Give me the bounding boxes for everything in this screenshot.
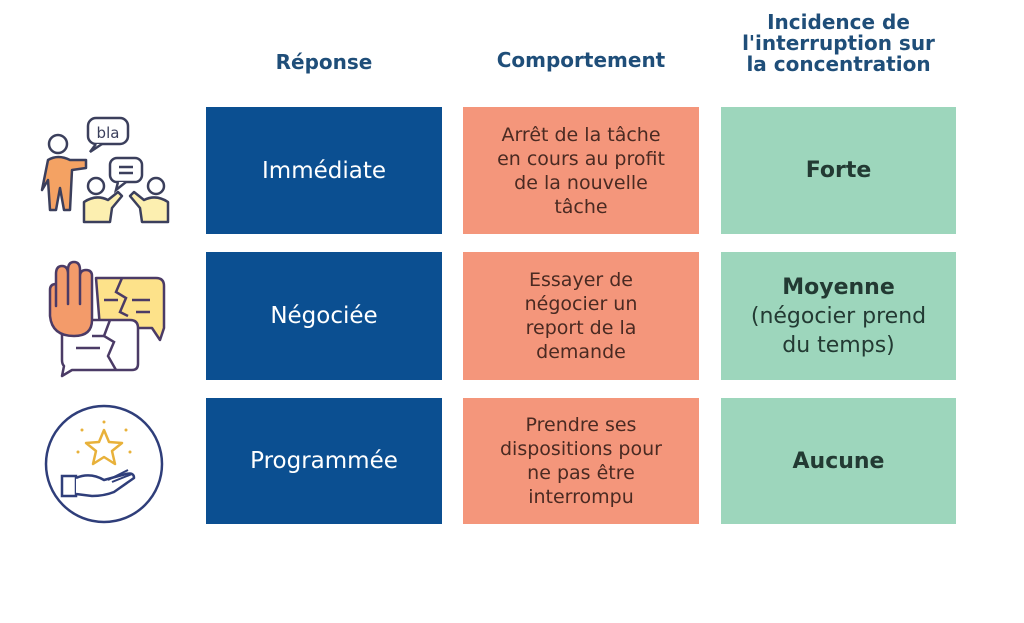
response-cell-immediate: Immédiate (206, 107, 442, 234)
bla-text: bla (97, 124, 120, 142)
hand-stop-broken-speech-icon (48, 260, 166, 378)
behavior-cell: Arrêt de la tâche en cours au profit de … (463, 107, 699, 234)
impact-cell: Forte (721, 107, 956, 234)
impact-cell: Moyenne (négocier prend du temps) (721, 252, 956, 380)
response-cell-scheduled: Programmée (206, 398, 442, 524)
impact-cell: Aucune (721, 398, 956, 524)
response-label: Négociée (270, 303, 378, 329)
impact-title: Aucune (792, 448, 885, 474)
response-label: Immédiate (262, 157, 386, 184)
hand-star-circle-icon (44, 404, 164, 524)
header-behavior: Comportement (496, 48, 666, 72)
people-talking-icon: bla (40, 116, 170, 224)
response-label: Programmée (250, 448, 398, 474)
impact-detail: (négocier prend du temps) (750, 303, 927, 358)
response-cell-negotiated: Négociée (206, 252, 442, 380)
impact-title: Moyenne (782, 274, 895, 300)
header-response: Réponse (275, 50, 373, 74)
behavior-cell: Essayer de négocier un report de la dema… (463, 252, 699, 380)
behavior-cell: Prendre ses dispositions pour ne pas êtr… (463, 398, 699, 524)
header-impact: Incidence de l'interruption sur la conce… (742, 10, 935, 76)
impact-title: Forte (805, 158, 872, 183)
